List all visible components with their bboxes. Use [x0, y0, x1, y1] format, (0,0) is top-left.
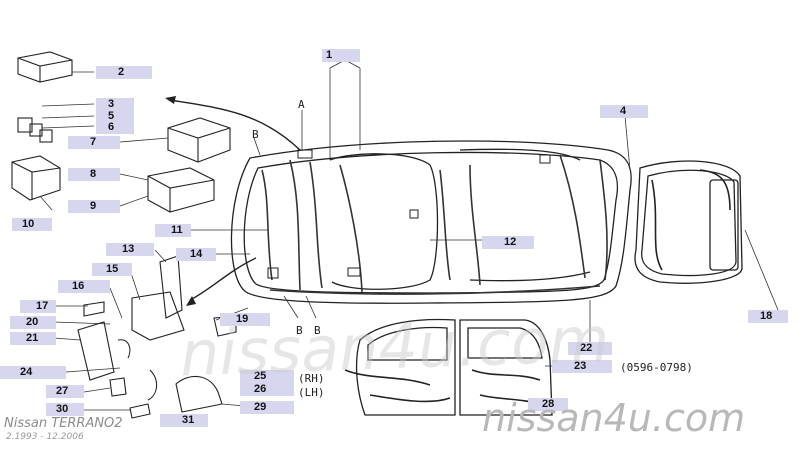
marker-b-top: B — [252, 128, 259, 141]
callout-25: 25 — [240, 370, 294, 383]
years-label: 2.1993 - 12.2006 — [6, 432, 84, 442]
rh-label: (RH) — [298, 372, 325, 385]
callout-30: 30 — [46, 403, 84, 416]
callout-12: 12 — [482, 236, 534, 249]
car-body-outline — [230, 140, 632, 304]
callout-5: 5 — [96, 110, 134, 123]
callout-19: 19 — [220, 313, 270, 326]
callout-4: 4 — [600, 105, 648, 118]
callout-2: 2 — [96, 66, 152, 79]
rear-door-outline — [459, 319, 553, 416]
callout-27: 27 — [46, 385, 84, 398]
callout-9: 9 — [68, 200, 120, 213]
front-door-outline — [355, 318, 456, 416]
callout-14: 14 — [176, 248, 216, 261]
watermark-center: nissan4u.com — [178, 302, 611, 391]
marker-b-bottom-right: B — [314, 324, 321, 337]
callout-31: 31 — [160, 414, 208, 427]
callout-3: 3 — [96, 98, 134, 111]
watermark-bottom: nissan4u.com — [482, 396, 746, 440]
callout-21: 21 — [10, 332, 56, 345]
callout-18: 18 — [748, 310, 788, 323]
marker-a: A — [298, 98, 305, 111]
callout-23: 23 — [552, 360, 612, 373]
callout-10: 10 — [12, 218, 52, 231]
callout-1: 1 — [322, 49, 360, 62]
callout-29: 29 — [240, 401, 294, 414]
car-inner-outline — [243, 151, 619, 294]
callout-22: 22 — [568, 342, 612, 355]
date-range-label: (0596-0798) — [620, 361, 693, 374]
callout-26: 26 — [240, 383, 294, 396]
callout-24: 24 — [0, 366, 66, 379]
callout-8: 8 — [68, 168, 120, 181]
back-door-outline — [634, 160, 743, 284]
callout-28: 28 — [528, 398, 568, 411]
callout-11: 11 — [155, 224, 191, 237]
callout-6: 6 — [96, 121, 134, 134]
callout-7: 7 — [68, 136, 120, 149]
callout-13: 13 — [106, 243, 154, 256]
callout-20: 20 — [10, 316, 56, 329]
callout-17: 17 — [20, 300, 56, 313]
callout-15: 15 — [92, 263, 132, 276]
marker-b-bottom-left: B — [296, 324, 303, 337]
brand-label: Nissan TERRANO2 — [4, 416, 123, 431]
callout-16: 16 — [58, 280, 110, 293]
lh-label: (LH) — [298, 386, 325, 399]
